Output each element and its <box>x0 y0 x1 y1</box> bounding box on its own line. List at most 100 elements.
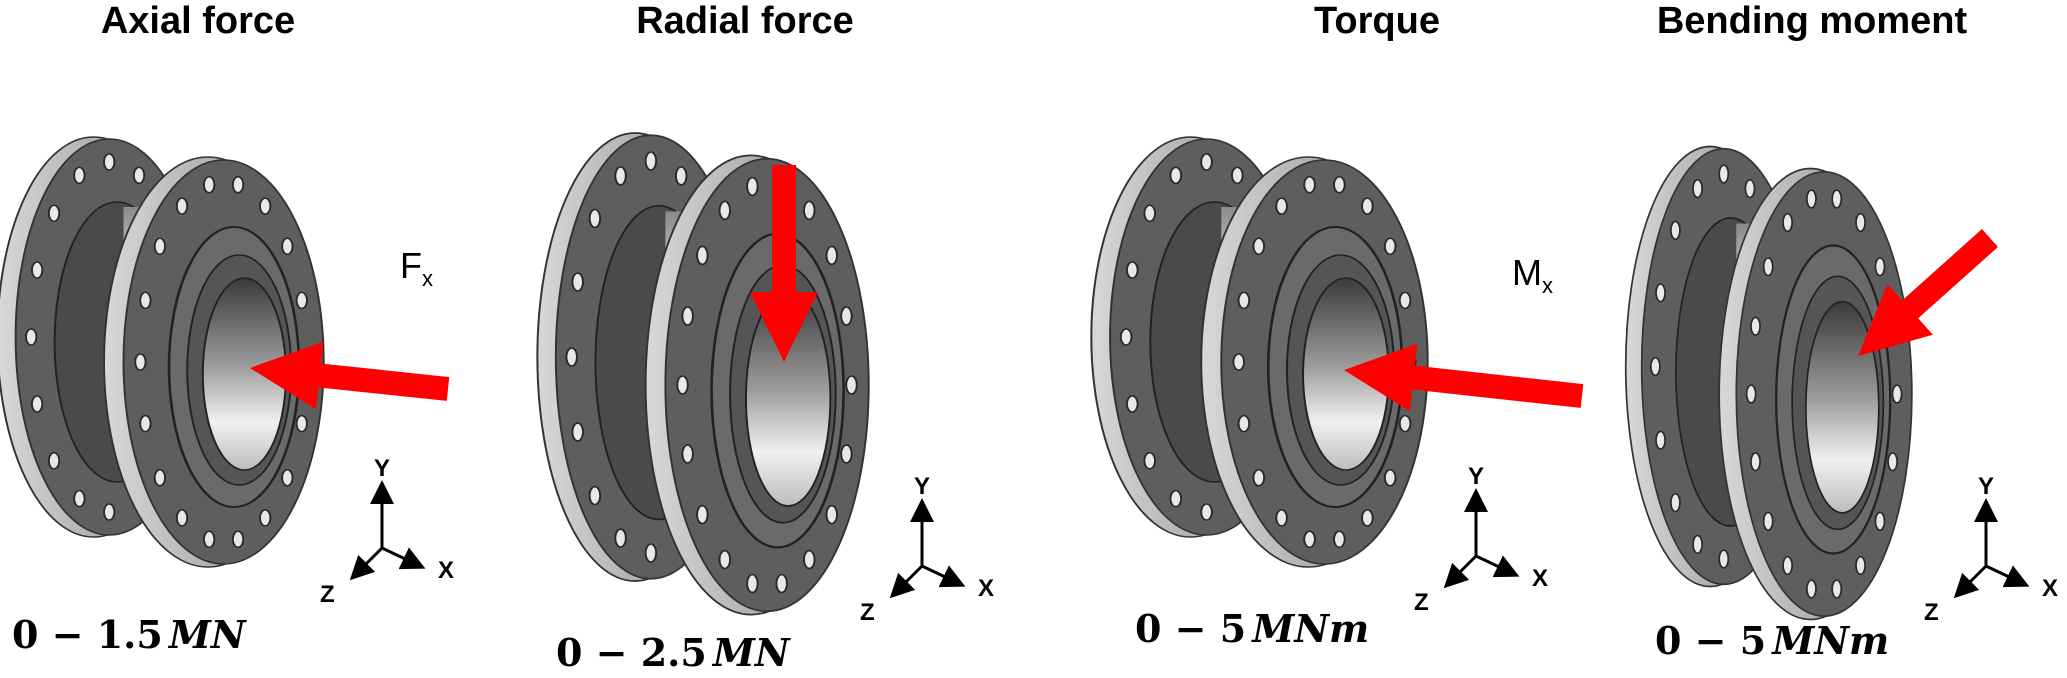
bolt-hole <box>681 444 694 464</box>
bolt-hole <box>231 175 245 194</box>
bolt-hole <box>825 245 839 266</box>
panel-title-torque: Torque <box>1314 0 1440 42</box>
bolt-hole <box>1125 395 1139 413</box>
bolt-hole <box>1744 179 1756 199</box>
bolt-hole <box>588 485 602 506</box>
bolt-hole <box>1874 257 1886 277</box>
bolt-hole <box>47 204 61 223</box>
bolt-hole <box>1831 579 1843 599</box>
bolt-hole <box>73 489 86 508</box>
bolt-hole <box>1200 503 1213 521</box>
y-axis-label: Y <box>1978 473 1994 500</box>
bolt-hole <box>674 166 688 186</box>
bolt-hole <box>139 414 152 433</box>
bolt-hole <box>1692 534 1703 554</box>
bolt-hole <box>1303 175 1316 194</box>
bolt-hole <box>1855 555 1866 576</box>
bolt-hole <box>1143 204 1157 223</box>
bolt-hole <box>1119 328 1133 346</box>
coordinate-axes-icon: YXZ <box>860 473 994 626</box>
bolt-hole <box>1252 237 1266 256</box>
x-axis-label: X <box>438 557 454 584</box>
load-subscript: x <box>1542 273 1553 298</box>
bearing-model <box>1090 136 1429 568</box>
bolt-hole <box>1782 555 1794 576</box>
bolt-hole <box>1237 291 1251 310</box>
bolt-hole <box>1750 316 1761 336</box>
bolt-hole <box>1398 291 1412 310</box>
bolt-hole <box>1143 451 1157 470</box>
bolt-hole <box>718 200 732 221</box>
bearing-model <box>1624 145 1913 621</box>
bolt-hole <box>1855 212 1866 233</box>
bolt-hole <box>103 153 116 171</box>
bolt-hole <box>231 530 245 549</box>
panel-title-bending-moment: Bending moment <box>1656 0 1968 42</box>
bolt-hole <box>803 549 816 570</box>
bolt-hole <box>1762 257 1774 277</box>
bolt-hole <box>1782 212 1794 233</box>
bolt-hole <box>47 451 61 470</box>
bolt-hole <box>103 503 116 521</box>
range-value: 0 − 5 <box>1135 606 1247 651</box>
x-axis-label: X <box>978 575 994 602</box>
load-subscript: x <box>422 266 433 291</box>
bolt-hole <box>1805 579 1817 599</box>
bolt-hole <box>295 414 308 433</box>
load-label-fx: Fx <box>400 245 433 292</box>
coordinate-axes-icon: YXZ <box>1414 463 1548 616</box>
bolt-hole <box>1762 511 1774 531</box>
bolt-hole <box>746 176 759 197</box>
bolt-hole <box>1718 164 1730 184</box>
bolt-hole <box>30 261 44 279</box>
range-value: 0 − 1.5 <box>12 612 163 657</box>
bolt-hole <box>1383 468 1397 487</box>
y-axis-label: Y <box>914 473 930 500</box>
bolt-hole <box>295 291 308 310</box>
bolt-hole <box>30 395 44 413</box>
bolt-hole <box>775 573 788 594</box>
bolt-hole <box>1237 414 1251 433</box>
bolt-hole <box>1200 153 1213 171</box>
x-axis <box>1985 564 2030 588</box>
bolt-hole <box>259 197 272 215</box>
bolt-hole <box>1275 509 1288 527</box>
bolt-hole <box>1831 189 1843 209</box>
bolt-hole <box>696 504 709 525</box>
bolt-hole <box>1333 175 1346 194</box>
bolt-hole <box>1874 511 1886 531</box>
coordinate-axes-icon: Y X Z <box>1924 473 2058 626</box>
range-value: 0 − 2.5 <box>556 630 707 675</box>
load-label-mx: Mx <box>1512 252 1553 299</box>
bolt-hole <box>681 306 694 326</box>
bolt-hole <box>1252 468 1266 487</box>
bolt-hole <box>175 509 189 527</box>
x-axis-label: X <box>2042 575 2058 602</box>
bolt-hole <box>1750 452 1761 472</box>
range-unit: MN <box>712 630 790 675</box>
bolt-hole <box>73 166 86 185</box>
bolt-hole <box>281 237 294 256</box>
bolt-hole <box>1745 384 1757 404</box>
bolt-hole <box>1125 261 1139 279</box>
range-unit: MN <box>168 612 246 657</box>
bolt-hole <box>644 151 658 171</box>
bolt-hole <box>153 237 167 256</box>
bolt-hole <box>803 200 816 221</box>
bolt-hole <box>1655 430 1666 450</box>
radial-force-arrow <box>750 165 818 362</box>
bolt-hole <box>1805 189 1817 209</box>
coordinate-axes-icon: YXZ <box>320 455 454 608</box>
load-symbol: F <box>400 245 422 286</box>
load-symbol: M <box>1512 252 1542 293</box>
z-axis-label: Z <box>1924 599 1939 626</box>
bolt-hole <box>1169 166 1183 185</box>
bolt-hole <box>845 375 858 395</box>
x-axis-label: X <box>1532 565 1548 592</box>
bolt-hole <box>259 509 272 527</box>
bolt-hole <box>132 166 146 185</box>
bolt-hole <box>1232 353 1246 371</box>
